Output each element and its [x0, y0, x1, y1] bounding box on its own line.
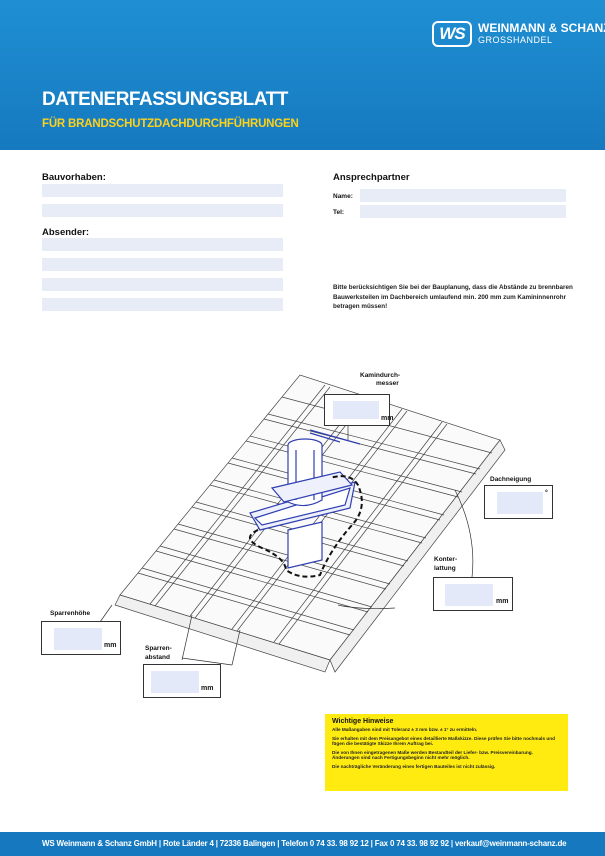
important-notes-box: Wichtige Hinweise Alle Maßangaben sind m… [325, 714, 568, 791]
sparrenhoehe-measure-box: mm [41, 621, 121, 655]
header-banner: WS WEINMANN & SCHANZ GROSSHANDEL DATENER… [0, 0, 605, 150]
tel-label: Tel: [333, 209, 345, 216]
absender-field-2[interactable] [42, 258, 283, 271]
clearance-boundary [249, 475, 363, 578]
page-subtitle: FÜR BRANDSCHUTZDACHDURCHFÜHRUNGEN [42, 118, 299, 130]
hint-line: Sie erhalten mit dem Preisangebot eines … [332, 735, 555, 747]
roof-edge-lower [114, 594, 331, 673]
sparren-dim-bar [181, 657, 233, 666]
roof-penetration-diagram [99, 374, 506, 673]
sparren-label-line2: abstand [145, 654, 170, 661]
kamin-label-line1: Kamindurch- [360, 372, 401, 379]
hint-line: Die nachträgliche Veränderung eines fert… [332, 763, 496, 769]
tel-field[interactable] [360, 205, 566, 218]
footer-contact-bar: WS Weinmann & Schanz GmbH | Rote Länder … [0, 832, 605, 856]
kamin-unit: mm [381, 415, 394, 422]
dachneigung-unit: ° [545, 490, 548, 497]
distance-note: Bitte berücksichtigen Sie bei der Baupla… [333, 284, 573, 311]
konter-measure-box: mm [433, 577, 513, 611]
logo-company-name: WEINMANN & SCHANZ [478, 21, 605, 35]
dachneigung-measure-box: ° [484, 485, 553, 519]
logo-badge: WS [432, 21, 472, 47]
sparren-input[interactable] [151, 671, 199, 693]
absender-field-4[interactable] [42, 298, 283, 311]
company-logo: WS WEINMANN & SCHANZ GROSSHANDEL [432, 21, 605, 49]
konter-label-line2: lattung [434, 565, 456, 572]
kamin-measure-box: mm [324, 394, 394, 426]
name-field[interactable] [360, 189, 566, 202]
bauvorhaben-field-1[interactable] [42, 184, 283, 197]
konter-label-line1: Konter- [434, 556, 458, 563]
dachneigung-label: Dachneigung [490, 476, 532, 483]
kamin-label-line2: messer [376, 380, 399, 387]
sparrenhoehe-unit: mm [104, 642, 117, 649]
logo-tagline: GROSSHANDEL [478, 35, 553, 45]
absender-field-3[interactable] [42, 278, 283, 291]
important-notes-title: Wichtige Hinweise [332, 718, 394, 725]
name-label: Name: [333, 193, 353, 200]
hint-line: Alle Maßangaben sind mit Toleranz ± 3 mm… [332, 727, 478, 732]
konter-leader [337, 604, 396, 609]
sparrenhoehe-label: Sparrenhöhe [50, 610, 91, 617]
hint-line: Die von Ihnen eingetragenen Maße werden … [332, 749, 533, 761]
ansprechpartner-label: Ansprechpartner [333, 172, 410, 183]
sparren-measure-box: mm [143, 664, 221, 698]
absender-field-1[interactable] [42, 238, 283, 251]
chimney-pipe [249, 429, 361, 569]
bauvorhaben-label: Bauvorhaben: [42, 172, 106, 183]
sparren-unit: mm [201, 685, 214, 692]
konter-unit: mm [496, 598, 509, 605]
absender-label: Absender: [42, 227, 89, 238]
page-title: DATENERFASSUNGSBLATT [42, 89, 288, 110]
konter-input[interactable] [445, 584, 493, 606]
sparrenhoehe-input[interactable] [54, 628, 102, 650]
kamin-input[interactable] [333, 401, 379, 419]
sparren-dim-left [181, 614, 193, 661]
bauvorhaben-field-2[interactable] [42, 204, 283, 217]
sparrenhoehe-leader [99, 604, 113, 623]
dachneigung-input[interactable] [497, 492, 543, 514]
sparren-label-line1: Sparren- [145, 645, 172, 652]
sparren-dim-right [231, 629, 241, 666]
roof-edge-right [329, 439, 506, 673]
